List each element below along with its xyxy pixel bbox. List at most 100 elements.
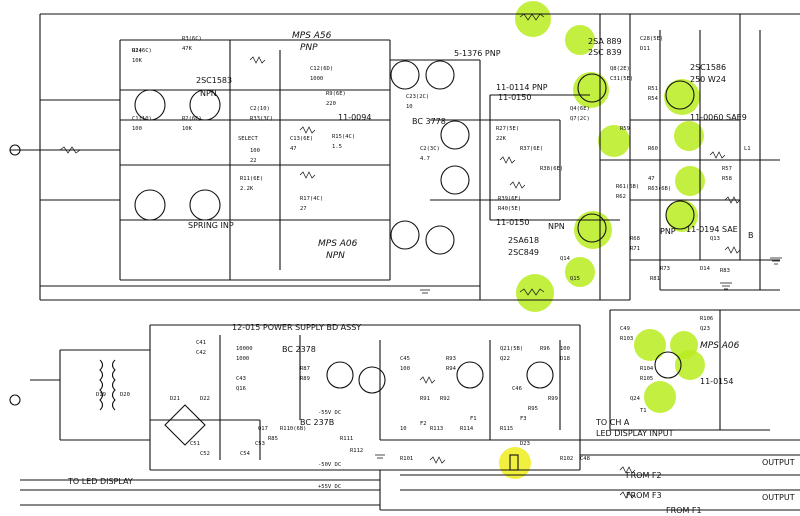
component-label: R59	[620, 126, 630, 132]
component-label: C41	[196, 340, 206, 346]
component-label: C43	[236, 376, 246, 382]
component-label: Q4(6E)	[570, 106, 590, 112]
component-label: Q16	[236, 386, 246, 392]
component-label: 22K	[496, 136, 507, 142]
label-11-0094: 11-0094	[338, 113, 371, 122]
component-label: R94	[446, 366, 457, 372]
component-label: R99	[548, 396, 558, 402]
component-label: 10	[400, 426, 407, 432]
component-label: C42	[196, 350, 206, 356]
component-label: R95	[528, 406, 538, 412]
component-label: C1(10)	[132, 116, 152, 122]
component-label: C2(10)	[250, 106, 270, 112]
component-label: D18	[560, 356, 570, 362]
component-label: F3	[520, 416, 527, 422]
highlight-marker	[674, 121, 704, 151]
label-plus55: +55V DC	[318, 484, 341, 490]
component-label: R61(6B)	[616, 184, 639, 190]
component-label: R73	[660, 266, 670, 272]
label-to-led-display: TO LED DISPLAY	[67, 477, 133, 486]
component-label: R83	[720, 268, 730, 274]
section-label-group: 12-015 POWER SUPPLY BD ASSY TO CH A LED …	[67, 136, 795, 515]
component-label: R81	[650, 276, 660, 282]
component-label: 10	[406, 104, 413, 110]
component-label: R62	[616, 194, 626, 200]
component-label: C48	[580, 456, 590, 462]
label-npn-top: NPN	[200, 89, 217, 98]
component-label: 220	[326, 101, 336, 107]
component-label: R54	[648, 96, 659, 102]
highlight-marker	[565, 257, 595, 287]
label-bc-2378: BC 2378	[282, 345, 316, 354]
component-label: R3(6C)	[182, 36, 202, 42]
label-11-0114-pnp: 11-0114 PNP	[496, 83, 548, 92]
label-minus55: -55V DC	[318, 410, 341, 416]
component-label: Q23	[700, 326, 710, 332]
component-label: R115	[500, 426, 513, 432]
component-label: R57	[722, 166, 732, 172]
highlight-marker	[675, 350, 705, 380]
label-spring-inp: SPRING INP	[188, 221, 234, 230]
label-2sa618: 2SA618	[508, 236, 539, 245]
label-pnp-b: PNP	[660, 227, 676, 236]
component-label: 100	[560, 346, 570, 352]
component-label: R71	[630, 246, 640, 252]
component-label: T1	[640, 408, 647, 414]
component-label: 2.2K	[240, 186, 254, 192]
label-minus50: -50V DC	[318, 462, 341, 468]
label-bc-237b-lower: BC 237B	[300, 418, 334, 427]
component-label: C2(3C)	[420, 146, 440, 152]
label-2sc839: 2SC 839	[588, 48, 622, 57]
component-label: R58	[722, 176, 732, 182]
label-output-a: OUTPUT	[762, 458, 795, 467]
component-label: Q14	[560, 256, 571, 262]
label-npn-b: NPN	[548, 222, 565, 231]
component-label: Q8(2E)	[610, 66, 630, 72]
component-label: R106	[700, 316, 713, 322]
component-label: R60	[648, 146, 658, 152]
label-2sc849: 2SC849	[508, 248, 539, 257]
label-b: B	[748, 231, 754, 240]
component-label: Q22	[500, 356, 510, 362]
component-label: 1000	[236, 356, 249, 362]
label-from-f3: FROM F3	[626, 491, 662, 500]
component-label: R85	[268, 436, 278, 442]
label-pnp: PNP	[300, 43, 318, 53]
component-label: 4.7	[420, 156, 430, 162]
label-npn-mid: NPN	[326, 251, 345, 261]
component-label: 100	[400, 366, 410, 372]
component-label: 1.5	[332, 144, 342, 150]
highlight-marker	[675, 166, 705, 196]
component-label: R40(5E)	[498, 206, 521, 212]
transistor-label-group: MPS A56 PNP 2SC1583 NPN SPRING INP MPS A…	[188, 31, 747, 427]
component-label: R39(6E)	[498, 196, 521, 202]
component-label: 10K	[182, 126, 193, 132]
component-label: C28(5E)	[640, 36, 663, 42]
component-label: F2	[420, 421, 427, 427]
component-label: 100	[250, 148, 260, 154]
component-label: 47	[290, 146, 297, 152]
component-label: C23(2C)	[406, 94, 429, 100]
transistors	[9, 60, 695, 471]
component-label: R11(6E)	[240, 176, 263, 182]
component-label: R110(6B)	[280, 426, 307, 432]
label-11-0150: 11-0150	[498, 93, 531, 102]
component-label: R91	[420, 396, 430, 402]
component-label: R27(5E)	[496, 126, 519, 132]
component-label: 22	[250, 158, 257, 164]
highlight-marker	[634, 329, 666, 361]
highlight-marker	[598, 125, 630, 157]
component-label: D21	[170, 396, 180, 402]
component-label: D23	[520, 441, 530, 447]
component-label: Q13	[710, 236, 720, 242]
component-label: Q7(2C)	[570, 116, 590, 122]
component-label: R112	[350, 448, 363, 454]
component-label: Q15	[570, 276, 580, 282]
component-label: R113	[430, 426, 443, 432]
highlight-marker	[565, 25, 595, 55]
component-label: R63(6B)	[648, 186, 671, 192]
label-to-ch-a: TO CH A	[595, 418, 630, 427]
component-label: R33(3C)	[250, 116, 273, 122]
label-11-0150b: 11-0150	[496, 218, 529, 227]
component-label: R104	[640, 366, 654, 372]
